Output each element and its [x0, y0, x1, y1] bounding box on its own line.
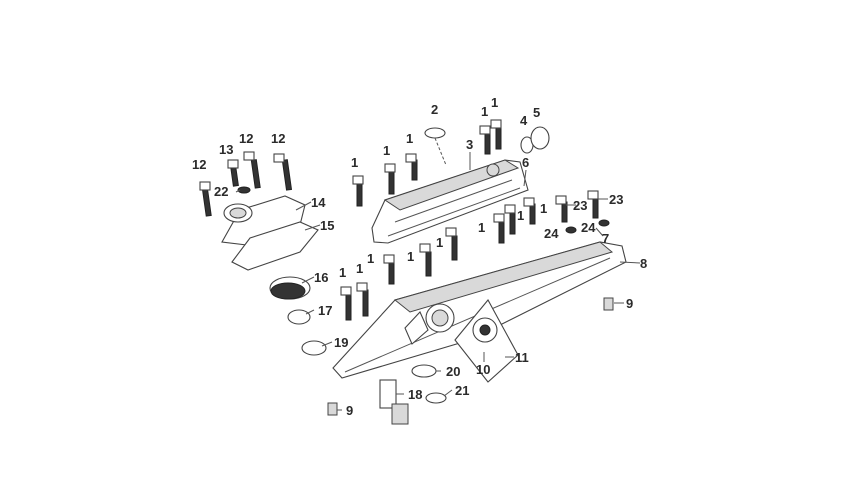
callout-18: 18 — [408, 387, 422, 402]
plug-9-left — [327, 402, 338, 416]
callout-8: 8 — [640, 256, 647, 271]
callout-24: 24 — [581, 220, 596, 235]
callout-24: 24 — [544, 226, 559, 241]
callout-1: 1 — [383, 143, 390, 158]
callout-4: 4 — [520, 113, 528, 128]
callout-6: 6 — [522, 155, 529, 170]
callout-1: 1 — [478, 220, 485, 235]
bolt — [504, 204, 516, 235]
washer-24-right — [598, 219, 610, 227]
bolt — [587, 190, 599, 219]
bolt — [273, 153, 293, 191]
callout-12: 12 — [192, 157, 206, 172]
oring-20 — [411, 364, 437, 378]
callout-20: 20 — [446, 364, 460, 379]
seal-19 — [301, 340, 327, 356]
plug-9-right — [603, 297, 614, 311]
bolt — [199, 181, 212, 217]
callout-22: 22 — [214, 184, 228, 199]
callout-1: 1 — [540, 201, 547, 216]
bolt — [419, 243, 432, 277]
bolt — [493, 213, 505, 244]
callout-1: 1 — [436, 235, 443, 250]
callout-labels: 1 1 1 1 1 1 1 1 1 1 1 1 1 2 3 4 5 6 7 8 … — [192, 95, 647, 418]
bolt — [383, 254, 395, 285]
callout-1: 1 — [481, 104, 488, 119]
cap-5 — [530, 126, 550, 150]
water-outlet-housing — [221, 195, 319, 271]
callout-1: 1 — [406, 131, 413, 146]
callout-9: 9 — [346, 403, 353, 418]
callout-11: 11 — [515, 350, 529, 365]
bolt — [445, 227, 458, 261]
bolt — [356, 282, 369, 317]
callout-21: 21 — [455, 383, 469, 398]
callout-3: 3 — [466, 137, 473, 152]
clip-21 — [425, 392, 447, 404]
callout-1: 1 — [339, 265, 346, 280]
callout-2: 2 — [431, 102, 438, 117]
bolt — [352, 175, 364, 207]
leader-lines — [235, 152, 641, 411]
gasket-2 — [424, 127, 446, 139]
temperature-sensor — [379, 379, 409, 425]
callout-5: 5 — [533, 105, 540, 120]
callout-1: 1 — [367, 251, 374, 266]
callout-13: 13 — [219, 142, 233, 157]
cam-bracket — [454, 299, 519, 383]
callout-14: 14 — [311, 195, 326, 210]
callout-23: 23 — [609, 192, 623, 207]
washer-22 — [237, 186, 251, 194]
callout-7: 7 — [602, 231, 609, 246]
washer-24-left — [565, 226, 577, 234]
callout-1: 1 — [517, 208, 524, 223]
bolt — [523, 197, 536, 225]
callout-16: 16 — [314, 270, 328, 285]
bolt — [384, 163, 396, 195]
seal-17 — [287, 309, 311, 325]
bolt — [243, 151, 261, 189]
callout-10: 10 — [476, 362, 490, 377]
callout-12: 12 — [239, 131, 253, 146]
callout-19: 19 — [334, 335, 348, 350]
callout-1: 1 — [351, 155, 358, 170]
callout-1: 1 — [356, 261, 363, 276]
bolt — [340, 286, 352, 321]
bolt — [479, 125, 491, 155]
thermostat — [269, 276, 311, 300]
bolts — [199, 119, 610, 321]
callout-12: 12 — [271, 131, 285, 146]
callout-17: 17 — [318, 303, 332, 318]
valve-cover-upper — [371, 159, 529, 244]
callout-23: 23 — [573, 198, 587, 213]
callout-9: 9 — [626, 296, 633, 311]
bolt — [227, 159, 239, 187]
bolt — [405, 153, 418, 181]
callout-1: 1 — [491, 95, 498, 110]
bolt — [490, 119, 502, 150]
callout-15: 15 — [320, 218, 334, 233]
callout-1: 1 — [407, 249, 414, 264]
bolt — [555, 195, 568, 223]
